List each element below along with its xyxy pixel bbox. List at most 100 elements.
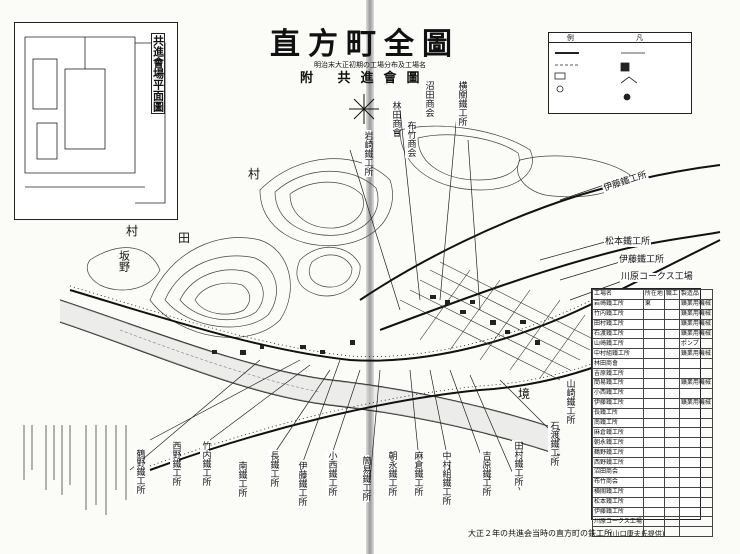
table-cell <box>678 358 713 370</box>
figure-credit: (山口康夫氏提供) <box>610 530 665 538</box>
table-cell: 横關鐵工所 <box>592 486 644 498</box>
table-cell: 川原コークス工場 <box>592 516 644 528</box>
table-cell <box>678 427 713 439</box>
table-cell <box>642 496 665 508</box>
leader-lines <box>129 79 626 491</box>
table-row: 吉原鐵工所 <box>592 368 713 380</box>
table-cell <box>663 476 680 488</box>
table-cell <box>663 298 680 310</box>
inset-layout <box>24 36 166 204</box>
label-kannan: 簡易鐵工所 <box>360 455 371 502</box>
table-cell: 麻倉鐵工所 <box>592 427 644 439</box>
table-cell <box>642 427 665 439</box>
colophon <box>16 420 136 530</box>
table-cell <box>678 437 713 449</box>
label-nagaike: 長鐵工所 <box>268 450 279 488</box>
table-row: 鶴野鐵工所 <box>592 447 713 459</box>
table-cell: 鑛業用機械 <box>678 298 713 310</box>
label-nunotake: 布竹商会 <box>405 120 416 158</box>
table-header-cell: 製造品 <box>678 289 713 300</box>
table-cell <box>642 348 665 360</box>
label-ito2: 伊藤鐵工所 <box>296 460 307 507</box>
label-sakai: 境 <box>518 387 531 401</box>
label-minami: 南鐵工所 <box>236 460 247 498</box>
table-cell <box>642 447 665 459</box>
table-cell <box>678 467 713 478</box>
table-cell: 吉原鐵工所 <box>592 368 644 380</box>
legend-symbols <box>554 52 645 101</box>
table-row: 沼田商会 <box>592 467 713 478</box>
table-cell <box>642 506 665 518</box>
table-cell <box>642 368 665 380</box>
table-cell <box>663 397 680 409</box>
table-cell: 鑛業用機械 <box>678 328 713 340</box>
factory-table: 工場名 所在地 職工 製造品 岩崎鐵工所東鑛業用機械竹内鐵工所鑛業用機械田村鐵工… <box>591 288 713 538</box>
table-cell <box>678 407 713 419</box>
table-cell: 岩崎鐵工所 <box>592 298 644 310</box>
table-cell <box>642 308 665 320</box>
table-cell <box>642 358 665 370</box>
table-cell <box>642 417 665 429</box>
hill-contours <box>86 125 631 338</box>
table-row: 川原コークス工場 <box>592 516 713 528</box>
table-cell <box>663 437 680 449</box>
table-cell: 東 <box>642 298 665 310</box>
table-row: 竹内鐵工所鑛業用機械 <box>592 308 713 320</box>
label-iwasaki: 岩崎鐵工所 <box>362 130 373 177</box>
label-nishino: 西野鐵工所 <box>170 440 181 487</box>
table-cell: 鑛業用機械 <box>678 397 713 409</box>
table-cell: 小西鐵工所 <box>592 387 644 399</box>
table-cell <box>663 526 680 538</box>
table-cell: 西野鐵工所 <box>592 457 644 469</box>
label-numata: 沼田商会 <box>423 80 434 118</box>
compass-rose <box>349 94 379 124</box>
table-cell <box>663 407 680 419</box>
table-cell <box>642 437 665 449</box>
table-cell <box>663 358 680 370</box>
table-cell <box>642 338 665 350</box>
table-cell: 山崎鐵工所 <box>592 338 644 350</box>
table-cell <box>663 348 680 360</box>
table-cell: 伊藤鐵工所 <box>592 397 644 409</box>
table-cell <box>663 328 680 340</box>
table-row: 石渡鐵工所 鑛業用機械 <box>592 328 713 340</box>
label-nakamura: 中村組鐵工所 <box>440 450 451 506</box>
table-row: 田村鐵工所鑛業用機械 <box>592 318 713 330</box>
table-row: 布竹商会 <box>592 476 713 488</box>
table-cell: 林田商會 <box>592 358 644 370</box>
legend-box: 例 凡 <box>548 32 692 114</box>
label-ishiwatari: 石渡鐵工所 <box>548 420 559 467</box>
street-grid <box>399 261 596 381</box>
table-cell <box>642 378 665 389</box>
table-header-cell: 所在地 <box>642 289 665 300</box>
table-row: 中村組鐵工所鑛業用機械 <box>592 348 713 360</box>
table-row: 南鐵工所 <box>592 417 713 429</box>
table-row: 林田商會 <box>592 358 713 370</box>
table-cell <box>642 467 665 478</box>
table-cell <box>678 516 713 528</box>
inset-frame: 共進會場平面圖 <box>14 22 178 220</box>
table-cell <box>642 328 665 340</box>
label-hayashi: 林田商會 <box>390 100 401 138</box>
rail-ties <box>69 285 681 467</box>
label-yoshihara: 吉原鐵工所 <box>480 450 491 497</box>
table-cell <box>642 318 665 330</box>
table-cell <box>663 486 680 498</box>
table-cell: 石渡鐵工所 <box>592 328 644 340</box>
table-cell <box>663 368 680 380</box>
table-cell <box>678 526 713 538</box>
table-row: 簡易鐵工所鑛業用機械 <box>592 378 713 389</box>
table-row: 伊藤鐵工所 <box>592 506 713 518</box>
table-cell: ポンプ <box>678 338 713 350</box>
label-takeuchi: 竹内鐵工所 <box>200 440 211 487</box>
map-subtitle: 明治末大正初期の工場分布及工場名 <box>314 61 426 69</box>
table-cell <box>663 338 680 350</box>
table-cell <box>663 516 680 528</box>
table-cell: 南鐵工所 <box>592 417 644 429</box>
table-cell <box>663 506 680 518</box>
table-cell <box>663 308 680 320</box>
table-cell <box>663 417 680 429</box>
table-cell <box>678 506 713 518</box>
table-cell <box>642 387 665 399</box>
